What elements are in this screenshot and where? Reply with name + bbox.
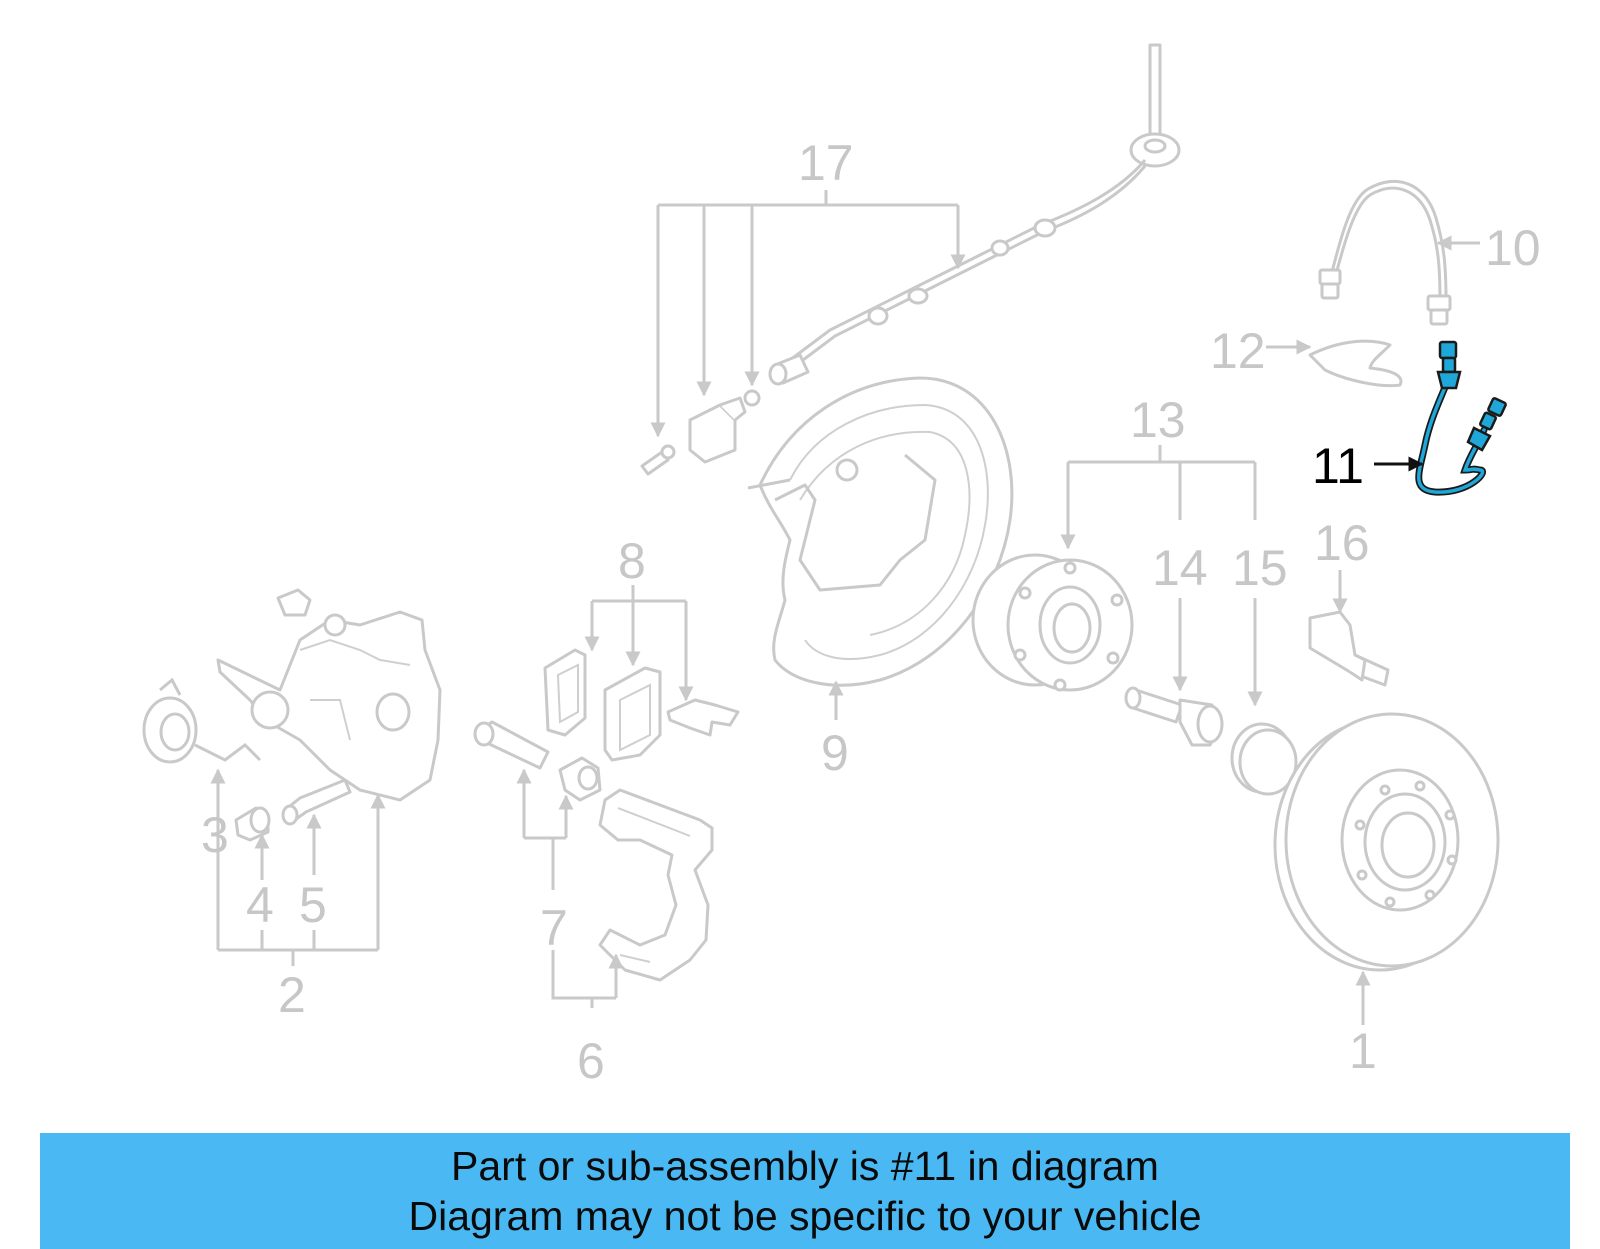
part-14-bolt (1124, 686, 1224, 747)
callout-16: 16 (1314, 515, 1370, 571)
part-11-brake-hose-highlighted (1374, 340, 1507, 496)
part-13-wheel-hub (971, 553, 1134, 692)
part-10-brake-hose (1318, 179, 1452, 326)
part-12-clip (1308, 339, 1403, 388)
part-2-caliper (216, 588, 442, 802)
callout-6: 6 (577, 1033, 605, 1089)
part-1-brake-rotor (1273, 712, 1500, 972)
callout-10: 10 (1485, 220, 1541, 276)
callout-4: 4 (246, 877, 274, 933)
part-4-bushing (234, 806, 271, 842)
callout-8: 8 (618, 533, 646, 589)
part-7-guide-pins (473, 720, 602, 802)
callout-7: 7 (540, 900, 568, 956)
callout-11: 11 (1312, 438, 1364, 494)
info-banner: Part or sub-assembly is #11 in diagram D… (40, 1133, 1570, 1249)
part-9-splash-shield (747, 376, 1014, 687)
callout-12: 12 (1210, 323, 1266, 379)
banner-line-disclaimer: Diagram may not be specific to your vehi… (408, 1193, 1202, 1239)
callout-17: 17 (798, 135, 854, 191)
callout-13: 13 (1130, 392, 1186, 448)
part-3-spring-clip (142, 677, 262, 764)
callout-labels: 17 10 12 11 13 14 15 16 8 9 3 4 5 7 2 6 … (201, 135, 1541, 1089)
part-17-abs-sensor (640, 43, 1181, 476)
callout-5: 5 (299, 877, 327, 933)
part-6-caliper-carrier (598, 788, 714, 982)
banner-line-part: Part or sub-assembly is #11 in diagram (451, 1143, 1159, 1189)
part-8-brake-pads (543, 648, 740, 762)
callout-3: 3 (201, 807, 229, 863)
part-5-bleeder (281, 778, 352, 826)
leader-lines (210, 190, 1480, 1025)
callout-1: 1 (1349, 1023, 1377, 1079)
part-16-bracket (1308, 610, 1390, 687)
callout-15: 15 (1232, 540, 1288, 596)
part-15-cap (1230, 722, 1298, 796)
callout-14: 14 (1152, 540, 1208, 596)
callout-9: 9 (821, 725, 849, 781)
callout-2: 2 (278, 967, 306, 1023)
